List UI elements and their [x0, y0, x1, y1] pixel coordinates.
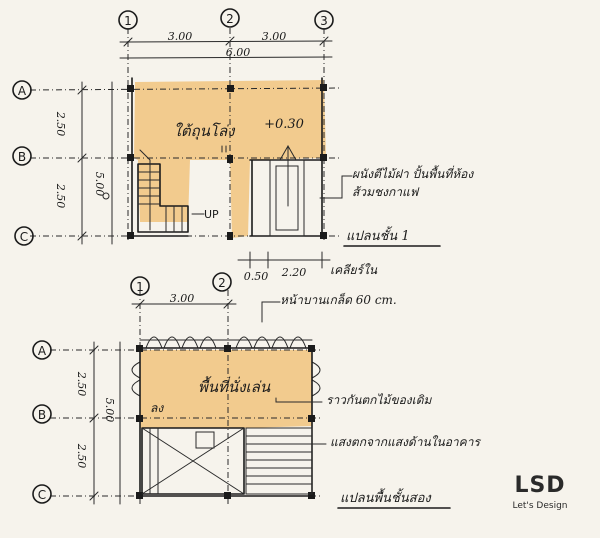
- grid2-bubble-B: [32, 404, 52, 424]
- column-marker: [102, 192, 110, 200]
- grid-label-1: 1: [124, 14, 132, 28]
- dim-top-1: 3.00: [168, 30, 193, 43]
- dim-line-top: [119, 40, 333, 43]
- dim-total: 6.00: [226, 46, 251, 59]
- dim-top-2: 3.00: [262, 30, 287, 43]
- note-wall-2: ส้วมชงกาแฟ: [352, 185, 420, 199]
- second-floor-wash: [140, 350, 312, 428]
- dim-left-1: 2.50: [54, 111, 67, 137]
- light-well: [245, 427, 313, 495]
- grid-bubble-1: [118, 10, 138, 30]
- grid-label-A: A: [18, 84, 27, 98]
- up-label: UP: [204, 208, 219, 221]
- dim2-left-total: 5.00: [103, 398, 116, 423]
- column-A2: [227, 85, 234, 92]
- ground-floor-plan: 1 2 3 A B C 3.00 3.00 6.00 2.50 2.50 5.0…: [12, 8, 474, 283]
- louver-doors-top: [139, 336, 313, 349]
- lets-design-logo: LSD Let's Design: [512, 473, 567, 511]
- grid-label-B: B: [18, 150, 26, 164]
- column-B2: [227, 155, 233, 163]
- grid-label-2: 2: [226, 12, 234, 26]
- grid-bubble-2: [220, 8, 240, 28]
- column-B3: [320, 154, 327, 161]
- column-C2: [227, 232, 233, 240]
- toilet-room: [249, 144, 323, 237]
- second-plan-title: แปลนพื้นชั้นสอง: [340, 488, 432, 506]
- note-wall-leader: [319, 175, 353, 199]
- grid-bubble-3: [314, 10, 334, 30]
- dim-bottom-1: 0.50: [244, 270, 269, 283]
- grid2-bubble-C: [32, 484, 52, 504]
- grid2-label-B: B: [38, 408, 46, 422]
- grid2-label-C: C: [38, 488, 46, 502]
- grid2-bubble-2: [212, 272, 232, 292]
- note-top-leader: [261, 301, 281, 323]
- louver-left: [131, 361, 141, 397]
- ground-level-mark: +0.30: [264, 117, 304, 132]
- logo-mark: LSD: [514, 473, 565, 498]
- stair-void: [141, 427, 245, 495]
- column-A3: [320, 84, 327, 91]
- note-wall: ผนังตีไม้ฝา ปั้นพื้นที่ห้อง: [352, 165, 474, 181]
- grid2-label-1: 1: [136, 280, 144, 294]
- dim-left-2: 2.50: [54, 183, 67, 209]
- dim2-top: 3.00: [170, 292, 195, 305]
- ground-room-label: ใต้ถุนโล่ง: [174, 122, 237, 140]
- column-C3: [320, 232, 327, 239]
- column-A1: [127, 85, 134, 92]
- grid-bubble-A: [12, 80, 32, 100]
- grid-label-3: 3: [320, 14, 328, 28]
- louver-right: [311, 361, 321, 397]
- grid2-bubble-1: [130, 276, 150, 296]
- grid-label-C: C: [20, 230, 28, 244]
- ground-floor-stair: [137, 149, 189, 233]
- down-label: ลง: [150, 401, 164, 415]
- grid-bubble-C: [14, 226, 34, 246]
- second-room-label: พื้นที่นั่งเล่น: [198, 376, 271, 396]
- note-rail: ราวกันตกไม้ของเดิม: [326, 393, 433, 407]
- grid2-label-A: A: [38, 344, 47, 358]
- grid2-bubble-A: [32, 340, 52, 360]
- ground-plan-title: แปลนชั้น 1: [346, 226, 410, 244]
- column-C1: [127, 232, 134, 239]
- dim-bottom-2: 2.20: [281, 266, 307, 279]
- dim-left-total: 5.00: [93, 172, 106, 197]
- column-B1: [127, 154, 134, 161]
- dim2-left-2: 2.50: [75, 443, 88, 469]
- second-floor-plan: 1 2 A B C 3.00 หน้าบานเกล็ด 60 cm. 2.50 …: [32, 272, 481, 509]
- dim2-left-1: 2.50: [75, 371, 88, 397]
- logo-caption: Let's Design: [512, 501, 567, 511]
- dim-line-total: [119, 56, 333, 59]
- grid2-label-2: 2: [218, 276, 226, 290]
- note-stair: แสงตกจากแสงด้านในอาคาร: [330, 435, 481, 449]
- note-rail-leader: [275, 397, 323, 403]
- grid-bubble-B: [12, 146, 32, 166]
- note-top: หน้าบานเกล็ด 60 cm.: [280, 292, 397, 307]
- note-bottom: เคลียร์ใน: [330, 263, 378, 277]
